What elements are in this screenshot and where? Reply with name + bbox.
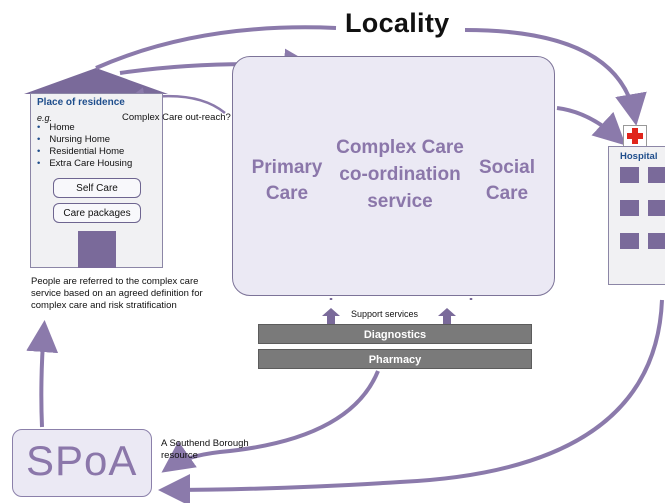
residence-list: Home Nursing Home Residential Home Extra… bbox=[37, 122, 132, 170]
hospital-window bbox=[648, 167, 665, 183]
arrow-spoa-to-residence bbox=[26, 320, 59, 428]
residence-eg: e.g. bbox=[37, 113, 53, 123]
care-coordination-box bbox=[232, 56, 555, 296]
hospital-label: Hospital bbox=[620, 151, 658, 162]
hospital-window bbox=[620, 167, 639, 183]
hospital-window bbox=[620, 233, 639, 249]
arrow-center-to-hospital bbox=[556, 106, 626, 146]
up-arrow-icon bbox=[322, 308, 456, 324]
complex-care-label: Complex Care co-ordination service bbox=[336, 137, 464, 212]
residence-item: Residential Home bbox=[37, 146, 132, 158]
residence-item: Home bbox=[37, 122, 132, 134]
arrow-title-to-hospital bbox=[464, 28, 647, 126]
hospital-window bbox=[648, 200, 665, 216]
care-packages-box: Care packages bbox=[53, 203, 141, 223]
house-door bbox=[78, 231, 116, 268]
hospital-window bbox=[620, 200, 639, 216]
residence-title: Place of residence bbox=[37, 97, 125, 108]
residence-item: Extra Care Housing bbox=[37, 158, 132, 170]
hospital-window bbox=[648, 233, 665, 249]
spoa-box bbox=[12, 429, 152, 497]
support-services-label: Support services bbox=[351, 309, 419, 319]
arrow-pharmacy-to-spoa bbox=[161, 370, 380, 473]
diagnostics-bar: Diagnostics bbox=[258, 324, 532, 344]
spoa-note: A Southend Borough resource bbox=[161, 438, 249, 461]
referral-text: People are referred to the complex care … bbox=[31, 276, 203, 311]
red-cross-icon bbox=[623, 125, 647, 147]
locality-title: Locality bbox=[345, 8, 450, 38]
arrow-residence-to-title bbox=[95, 25, 337, 70]
primary-care-label: Primary Care bbox=[251, 157, 323, 204]
self-care-box: Self Care bbox=[53, 178, 141, 198]
spoa-label: SPoA bbox=[26, 437, 138, 484]
residence-item: Nursing Home bbox=[37, 134, 132, 146]
arrow-hospital-to-spoa bbox=[158, 299, 664, 503]
social-care-label: Social Care bbox=[479, 157, 535, 204]
outreach-label: Complex Care out-reach? bbox=[122, 112, 231, 123]
house-roof-icon bbox=[24, 68, 168, 94]
pharmacy-bar: Pharmacy bbox=[258, 349, 532, 369]
